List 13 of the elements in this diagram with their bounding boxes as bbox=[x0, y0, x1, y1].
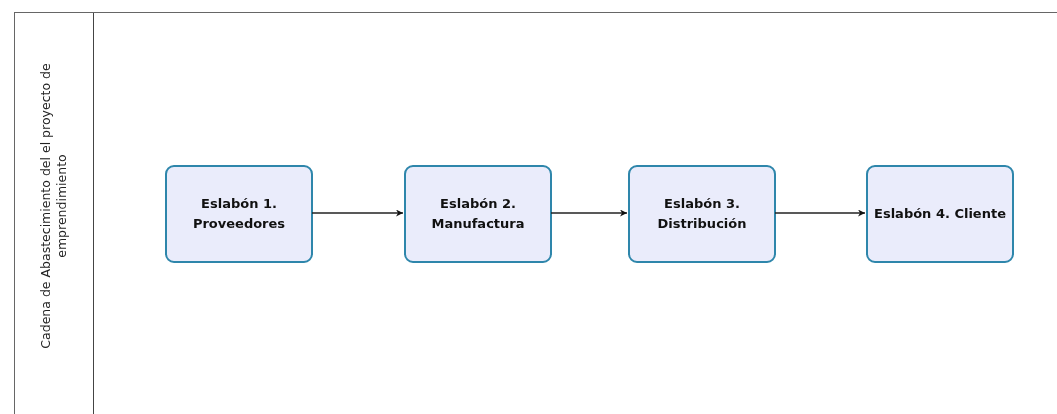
box-label: Eslabón 4. Cliente bbox=[874, 205, 1006, 223]
arrow bbox=[311, 209, 404, 217]
process-box bbox=[404, 165, 552, 263]
process-box bbox=[628, 165, 776, 263]
box-label: Eslabón 3. Distribución bbox=[656, 195, 748, 233]
process-box bbox=[866, 165, 1014, 263]
lane-title: Cadena de Abastecimiento del el proyecto de emprendimiento bbox=[38, 62, 70, 351]
swimlane-pool bbox=[14, 12, 1057, 414]
arrow bbox=[550, 209, 628, 217]
box-label: Eslabón 1. Proveedores bbox=[191, 195, 287, 233]
process-box bbox=[165, 165, 313, 263]
arrow bbox=[774, 209, 866, 217]
box-label: Eslabón 2. Manufactura bbox=[430, 195, 526, 233]
